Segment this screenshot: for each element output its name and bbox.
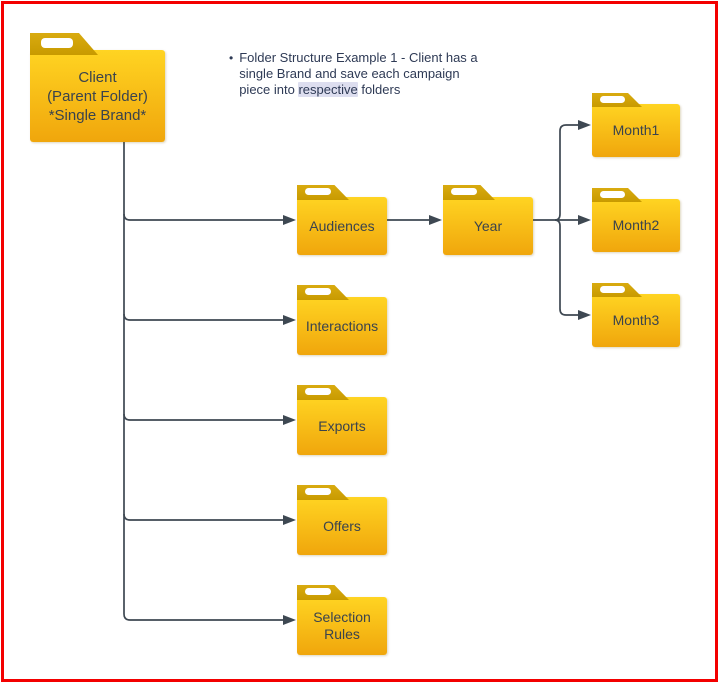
folder-month2-label: Month2 <box>592 199 680 252</box>
folder-tab-icon <box>297 585 349 600</box>
arrowhead-month2 <box>578 215 591 225</box>
folder-tab-slot <box>600 286 625 293</box>
folder-tab-icon <box>30 33 98 55</box>
note-line-1: Folder Structure Example 1 - Client has … <box>239 50 478 65</box>
edge-client-audiences <box>123 213 283 221</box>
folder-year[interactable]: Year <box>443 185 533 255</box>
arrowhead-month3 <box>578 310 591 320</box>
folder-tab-icon <box>592 188 642 202</box>
note-line-3: piece into respective folders <box>239 82 401 97</box>
folder-tab-icon <box>297 285 349 300</box>
arrowhead-audiences <box>283 215 296 225</box>
folder-year-label: Year <box>443 197 533 255</box>
folder-tab-icon <box>443 185 495 200</box>
note-text: Folder Structure Example 1 - Client has … <box>239 50 478 98</box>
folder-offers[interactable]: Offers <box>297 485 387 555</box>
folder-month1[interactable]: Month1 <box>592 93 680 157</box>
folder-tab-icon <box>297 485 349 500</box>
edge-client-interactions <box>123 313 283 321</box>
folder-tab-slot <box>305 388 331 395</box>
note-line-2: single Brand and save each campaign <box>239 66 460 81</box>
folder-month3-label: Month3 <box>592 294 680 347</box>
folder-audiences[interactable]: Audiences <box>297 185 387 255</box>
folder-tab-slot <box>41 38 73 48</box>
folder-tab-slot <box>451 188 477 195</box>
folder-month1-label: Month1 <box>592 104 680 157</box>
folder-interactions[interactable]: Interactions <box>297 285 387 355</box>
edge-branch-month3 <box>554 219 578 316</box>
arrowhead-month1 <box>578 120 591 130</box>
folder-tab-slot <box>305 488 331 495</box>
folder-offers-label: Offers <box>297 497 387 555</box>
folder-client[interactable]: Client (Parent Folder) *Single Brand* <box>30 33 165 142</box>
edge-branch-month1 <box>554 124 578 221</box>
note-highlighted-word: respective <box>298 82 358 97</box>
folder-selection-rules[interactable]: Selection Rules <box>297 585 387 655</box>
folder-tab-icon <box>592 93 642 107</box>
folder-tab-slot <box>600 191 625 198</box>
folder-exports[interactable]: Exports <box>297 385 387 455</box>
note-bullet: • <box>229 51 234 65</box>
folder-tab-icon <box>297 185 349 200</box>
edge-client-offers <box>123 513 283 521</box>
folder-tab-slot <box>305 288 331 295</box>
arrowhead-interactions <box>283 315 296 325</box>
folder-tab-icon <box>297 385 349 400</box>
folder-month3[interactable]: Month3 <box>592 283 680 347</box>
folder-interactions-label: Interactions <box>297 297 387 355</box>
arrowhead-offers <box>283 515 296 525</box>
folder-exports-label: Exports <box>297 397 387 455</box>
arrowhead-exports <box>283 415 296 425</box>
arrowhead-selection-rules <box>283 615 296 625</box>
arrowhead-year <box>429 215 442 225</box>
edge-client-exports <box>123 413 283 421</box>
folder-tab-slot <box>305 188 331 195</box>
note-annotation[interactable]: • Folder Structure Example 1 - Client ha… <box>229 50 519 98</box>
edge-client-trunk <box>123 142 283 621</box>
folder-tab-slot <box>600 96 625 103</box>
folder-month2[interactable]: Month2 <box>592 188 680 252</box>
folder-tab-icon <box>592 283 642 297</box>
folder-selection-rules-label: Selection Rules <box>297 597 387 655</box>
folder-client-label: Client (Parent Folder) *Single Brand* <box>30 50 165 142</box>
folder-tab-slot <box>305 588 331 595</box>
folder-audiences-label: Audiences <box>297 197 387 255</box>
